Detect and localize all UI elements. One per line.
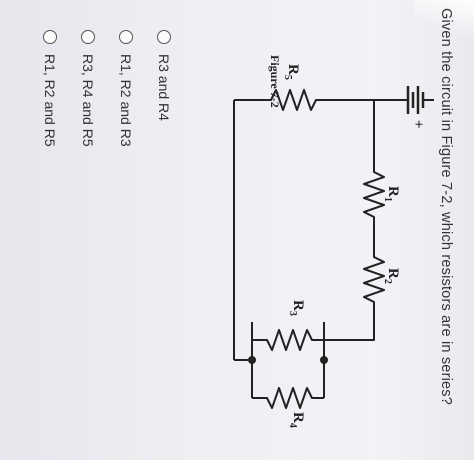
option-r3-r4[interactable]: R3 and R4: [154, 30, 174, 121]
r3-label: R3: [287, 300, 306, 316]
screen-glare: [414, 0, 474, 40]
option-label: R3 and R4: [156, 54, 172, 121]
r5-label: R5: [282, 64, 301, 80]
option-label: R3, R4 and R5: [80, 54, 96, 147]
radio-button[interactable]: [81, 30, 95, 44]
resistor-r4-zigzag: [252, 387, 324, 409]
resistor-r1-zigzag: [363, 160, 385, 230]
resistor-r3-zigzag: [252, 329, 324, 351]
radio-button[interactable]: [157, 30, 171, 44]
battery-plus-label: +: [410, 120, 426, 129]
node-dot-top: [320, 356, 328, 364]
wire-r2-parallel: [324, 315, 375, 341]
figure-caption: Figure 7-2: [268, 55, 282, 108]
r4-label: R4: [287, 412, 306, 428]
resistor-r2-zigzag: [363, 245, 385, 315]
battery-symbol: [398, 86, 434, 114]
r1-label: R1: [382, 186, 401, 202]
node-dot-bottom: [248, 356, 256, 364]
radio-button[interactable]: [119, 30, 133, 44]
r2-label: R2: [382, 268, 401, 284]
resistor-r5-zigzag: [259, 89, 374, 111]
option-label: R1, R2 and R3: [118, 54, 134, 147]
option-label: R1, R2 and R5: [42, 54, 58, 147]
option-r1-r2-r3[interactable]: R1, R2 and R3: [116, 30, 136, 147]
wire-top-left: [373, 99, 398, 160]
option-r3-r4-r5[interactable]: R3, R4 and R5: [78, 30, 98, 147]
option-r1-r2-r5[interactable]: R1, R2 and R5: [40, 30, 60, 147]
radio-button[interactable]: [43, 30, 57, 44]
